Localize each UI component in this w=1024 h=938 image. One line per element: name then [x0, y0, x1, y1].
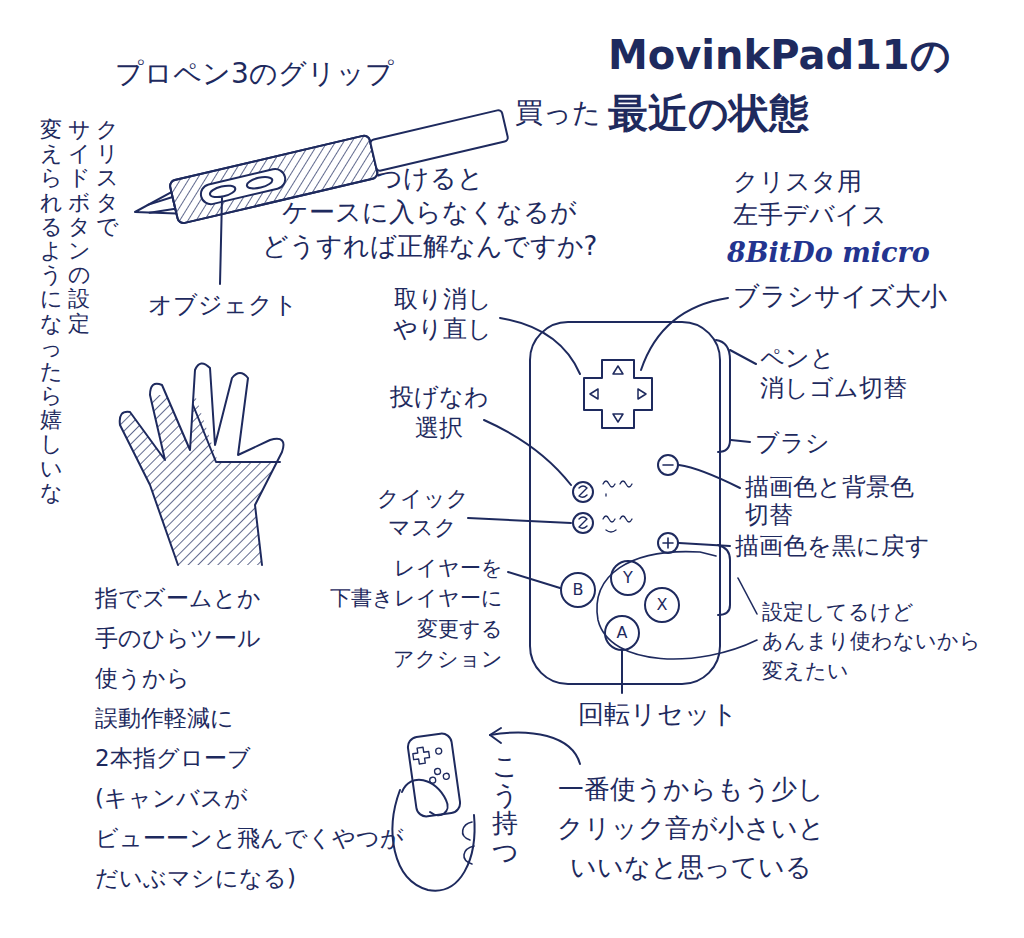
- shoulder-button: [716, 340, 730, 452]
- note-text: 描画色と背景色 切替: [745, 474, 917, 529]
- face-button: [561, 573, 595, 607]
- minus-plus-mark: [663, 465, 673, 548]
- mini-button: [435, 748, 442, 755]
- mini-device: [407, 732, 462, 817]
- pen-barrel: [370, 109, 509, 171]
- note-text: 設定してるけど あんまり使わないから 変えたい: [762, 598, 984, 686]
- logo-scribble: [603, 481, 632, 532]
- mini-fingers: [463, 822, 474, 864]
- note-text: ペンと 消しゴム切替: [760, 343, 910, 403]
- mini-button: [434, 768, 441, 775]
- note-text: オブジェクト: [148, 290, 298, 320]
- button-letter: B: [573, 582, 584, 598]
- arrow-head: [490, 728, 501, 743]
- note-text: 描画色を黒に戻す: [735, 531, 930, 561]
- button-mark: [579, 486, 587, 528]
- brand-name: 8BitDo micro: [727, 236, 930, 270]
- button-letter: A: [617, 625, 628, 641]
- note-text: こう持つ: [492, 752, 518, 866]
- leader-line: [641, 298, 728, 370]
- note-text: クイック マスク: [375, 485, 470, 542]
- note-text: 変えられるようになったら嬉しいな: [40, 118, 62, 505]
- leader-line: [621, 651, 623, 693]
- mini-button: [443, 773, 450, 780]
- note-text: サイドボタンの設定: [68, 118, 90, 336]
- note-text: レイヤーを 下書きレイヤーに 変更する アクション: [327, 553, 503, 675]
- leader-line: [500, 318, 580, 374]
- glove-hatch: [105, 395, 295, 575]
- leader-line: [731, 440, 750, 442]
- nib-shading: [147, 197, 175, 215]
- face-button: [611, 561, 645, 595]
- note-text: 一番使うからもう少し クリック音が小さいと いいなと思っている: [555, 770, 826, 887]
- side-button-panel: [199, 167, 287, 206]
- leader-line: [508, 572, 560, 588]
- glove-edge: [193, 405, 280, 462]
- enclosing-curve: [597, 552, 757, 659]
- button-letter: Y: [623, 570, 633, 586]
- note-text: 買った: [515, 95, 601, 130]
- note-text: 投げなわ 選択: [388, 382, 490, 444]
- note-text: プロペン3のグリップ: [115, 56, 394, 91]
- title-text: MovinkPad11の 最近の状態: [608, 26, 954, 142]
- mini-hand: [393, 790, 475, 891]
- glove-area: [105, 395, 295, 575]
- note-text: クリスタで: [96, 118, 118, 239]
- mini-device-body: [407, 732, 462, 817]
- note-text: 取り消し やり直し: [390, 284, 492, 344]
- face-button: [645, 588, 679, 622]
- mini-thumb: [402, 780, 448, 815]
- side-button: [246, 175, 274, 191]
- leader-line: [679, 465, 740, 488]
- note-text: つけると ケースに入らなくなるが どうすれば正解なんですか?: [260, 162, 599, 263]
- ink-layer: [105, 104, 757, 891]
- hand-outline: [120, 363, 284, 565]
- face-button: [605, 616, 639, 650]
- pen-nib: [132, 192, 176, 223]
- device-body: [530, 322, 720, 684]
- note-text: ブラシサイズ大小: [733, 280, 947, 313]
- note-text: 回転リセット: [578, 698, 738, 731]
- note-text: ブラシ: [755, 428, 830, 458]
- shoulder-button: [718, 545, 730, 615]
- d-pad-arrows: [590, 366, 646, 422]
- note-text: クリスタ用 左手デバイス: [733, 166, 890, 231]
- leader-line: [730, 350, 756, 364]
- leader-line: [468, 518, 571, 523]
- note-text: 指でズームとか 手のひらツール 使うから 誤動作軽減に 2本指グローブ (キャン…: [95, 578, 407, 898]
- leader-line: [220, 198, 222, 284]
- side-button: [209, 184, 237, 200]
- leader-line: [679, 543, 730, 546]
- mini-d-pad: [412, 747, 430, 765]
- leader-line: [738, 578, 757, 614]
- button-letter: X: [657, 597, 668, 613]
- leader-line: [484, 420, 571, 485]
